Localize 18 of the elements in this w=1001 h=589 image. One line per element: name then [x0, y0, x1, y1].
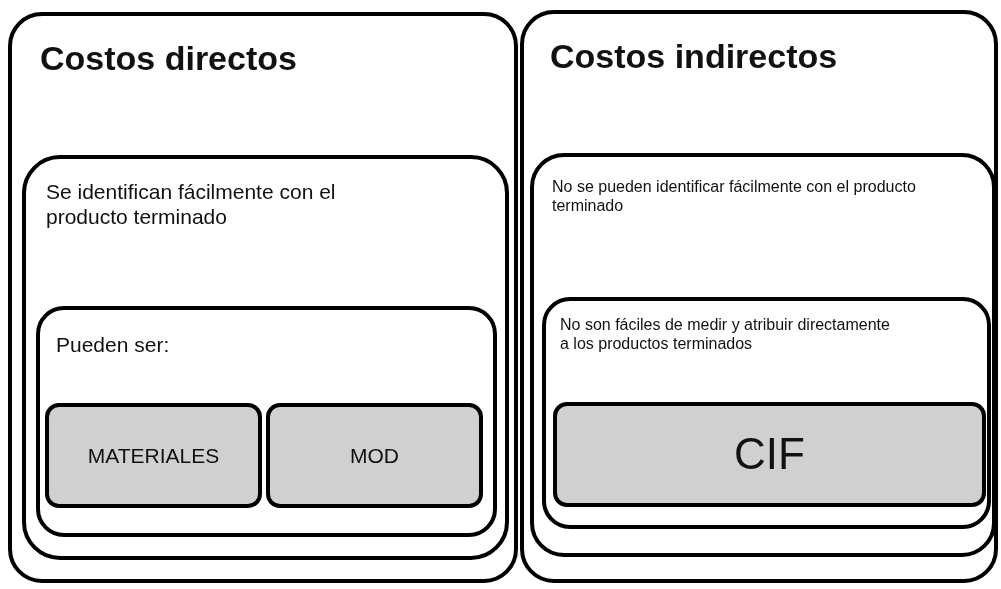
category-box [266, 403, 483, 508]
box-text: No se pueden identificar fácilmente con el producto terminado [552, 177, 917, 216]
box-text: CIF [734, 428, 805, 481]
description-box [542, 297, 991, 529]
panel-heading: Costos indirectos [550, 36, 838, 77]
category-box [45, 403, 262, 508]
category-panel [8, 12, 518, 583]
description-box [36, 306, 497, 537]
panel-heading: Costos directos [40, 38, 297, 79]
box-text: MATERIALES [87, 442, 220, 469]
description-box [22, 155, 509, 560]
box-text: Se identifican fácilmente con el producto terminado [46, 179, 337, 230]
box-text: No son fáciles de medir y atribuir directamente a los productos terminados [560, 315, 891, 354]
description-box [530, 153, 996, 557]
box-text: MOD [350, 442, 399, 469]
category-box [553, 402, 986, 507]
box-text: Pueden ser: [56, 332, 170, 358]
category-panel [520, 10, 998, 583]
